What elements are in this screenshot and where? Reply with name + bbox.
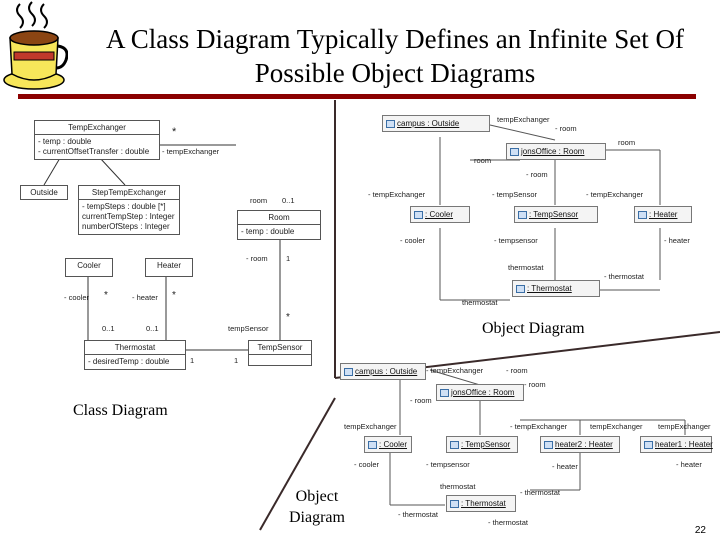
role-label: - tempExchanger bbox=[162, 147, 219, 156]
class-name: Cooler bbox=[66, 259, 112, 272]
class-thermostat: Thermostat - desiredTemp : double bbox=[84, 340, 186, 370]
multiplicity-label: * bbox=[172, 126, 176, 138]
role-label: room bbox=[250, 196, 267, 205]
link-label: - tempsensor bbox=[426, 460, 470, 469]
link-label: - tempsensor bbox=[494, 236, 538, 245]
class-attribute: - currentOffsetTransfer : double bbox=[38, 147, 156, 157]
role-label: - room bbox=[246, 254, 268, 263]
class-cooler: Cooler bbox=[65, 258, 113, 277]
link-label: - heater bbox=[676, 460, 702, 469]
class-name: Thermostat bbox=[85, 341, 185, 355]
object-temp-sensor: : TempSensor bbox=[514, 206, 598, 223]
object-campus-2: campus : Outside bbox=[340, 363, 426, 380]
multiplicity-label: * bbox=[104, 290, 108, 301]
role-label: - cooler bbox=[64, 293, 89, 302]
object-cooler-2: : Cooler bbox=[364, 436, 412, 453]
class-temp-sensor: TempSensor bbox=[248, 340, 312, 366]
link-label: thermostat bbox=[462, 298, 497, 307]
class-attribute: - tempSteps : double [*] bbox=[82, 202, 176, 212]
role-label: tempSensor bbox=[228, 324, 268, 333]
class-outside: Outside bbox=[20, 185, 68, 200]
object-temp-sensor-2: : TempSensor bbox=[446, 436, 518, 453]
class-step-temp-exchanger: StepTempExchanger - tempSteps : double [… bbox=[78, 185, 180, 235]
link-label: - tempExchanger bbox=[368, 190, 425, 199]
multiplicity-label: * bbox=[286, 312, 290, 323]
object-thermostat: : Thermostat bbox=[512, 280, 600, 297]
link-label: - tempExchanger bbox=[426, 366, 483, 375]
class-name: Outside bbox=[21, 186, 67, 199]
object-heater2: heater2 : Heater bbox=[540, 436, 620, 453]
class-attribute: numberOfSteps : Integer bbox=[82, 222, 176, 232]
link-label: room bbox=[618, 138, 635, 147]
multiplicity-label: 1 bbox=[234, 356, 238, 365]
object-jons-office-2: jonsOffice : Room bbox=[436, 384, 524, 401]
class-room: Room - temp : double bbox=[237, 210, 321, 240]
class-attribute: currentTempStep : Integer bbox=[82, 212, 176, 222]
link-label: - room bbox=[526, 170, 548, 179]
link-label: - cooler bbox=[354, 460, 379, 469]
class-name: StepTempExchanger bbox=[79, 186, 179, 200]
multiplicity-label: 0..1 bbox=[146, 324, 159, 333]
link-label: - room bbox=[410, 396, 432, 405]
link-label: - room bbox=[506, 366, 528, 375]
link-label: - thermostat bbox=[604, 272, 644, 281]
class-attribute: - temp : double bbox=[241, 227, 317, 237]
class-temp-exchanger: TempExchanger - temp : double - currentO… bbox=[34, 120, 160, 160]
class-name: Room bbox=[238, 211, 320, 225]
object-jons-office: jonsOffice : Room bbox=[506, 143, 606, 160]
class-heater: Heater bbox=[145, 258, 193, 277]
object-diagram-label-top: Object Diagram bbox=[482, 320, 585, 338]
link-label: - thermostat bbox=[398, 510, 438, 519]
object-cooler: : Cooler bbox=[410, 206, 470, 223]
multiplicity-label: * bbox=[172, 290, 176, 301]
object-diagram-label-bottom: Object Diagram bbox=[282, 486, 352, 528]
link-label: tempExchanger bbox=[497, 115, 550, 124]
link-label: tempExchanger bbox=[590, 422, 643, 431]
link-label: - cooler bbox=[400, 236, 425, 245]
link-label: room bbox=[474, 156, 491, 165]
link-label: thermostat bbox=[508, 263, 543, 272]
link-label: - heater bbox=[552, 462, 578, 471]
object-diagram-label-line-2: Diagram bbox=[282, 507, 352, 528]
page-number: 22 bbox=[695, 525, 706, 536]
object-campus: campus : Outside bbox=[382, 115, 490, 132]
link-label: - room bbox=[555, 124, 577, 133]
class-name: TempSensor bbox=[249, 341, 311, 355]
link-label: - heater bbox=[664, 236, 690, 245]
link-label: tempExchanger bbox=[658, 422, 711, 431]
class-diagram-label: Class Diagram bbox=[73, 402, 168, 420]
link-label: thermostat bbox=[440, 482, 475, 491]
object-diagram-label-line-1: Object bbox=[282, 486, 352, 507]
link-label: - tempExchanger bbox=[586, 190, 643, 199]
multiplicity-label: 1 bbox=[286, 254, 290, 263]
link-label: - room bbox=[524, 380, 546, 389]
link-label: - thermostat bbox=[520, 488, 560, 497]
class-attribute: - desiredTemp : double bbox=[88, 357, 182, 367]
class-name: Heater bbox=[146, 259, 192, 272]
link-label: - tempExchanger bbox=[510, 422, 567, 431]
object-heater: : Heater bbox=[634, 206, 692, 223]
link-label: - tempSensor bbox=[492, 190, 537, 199]
class-name: TempExchanger bbox=[35, 121, 159, 135]
multiplicity-label: 0..1 bbox=[102, 324, 115, 333]
role-label: - heater bbox=[132, 293, 158, 302]
multiplicity-label: 1 bbox=[190, 356, 194, 365]
object-heater1: heater1 : Heater bbox=[640, 436, 712, 453]
multiplicity-label: 0..1 bbox=[282, 196, 295, 205]
object-thermostat-2: : Thermostat bbox=[446, 495, 516, 512]
link-label: - thermostat bbox=[488, 518, 528, 527]
link-label: tempExchanger bbox=[344, 422, 397, 431]
class-attribute: - temp : double bbox=[38, 137, 156, 147]
